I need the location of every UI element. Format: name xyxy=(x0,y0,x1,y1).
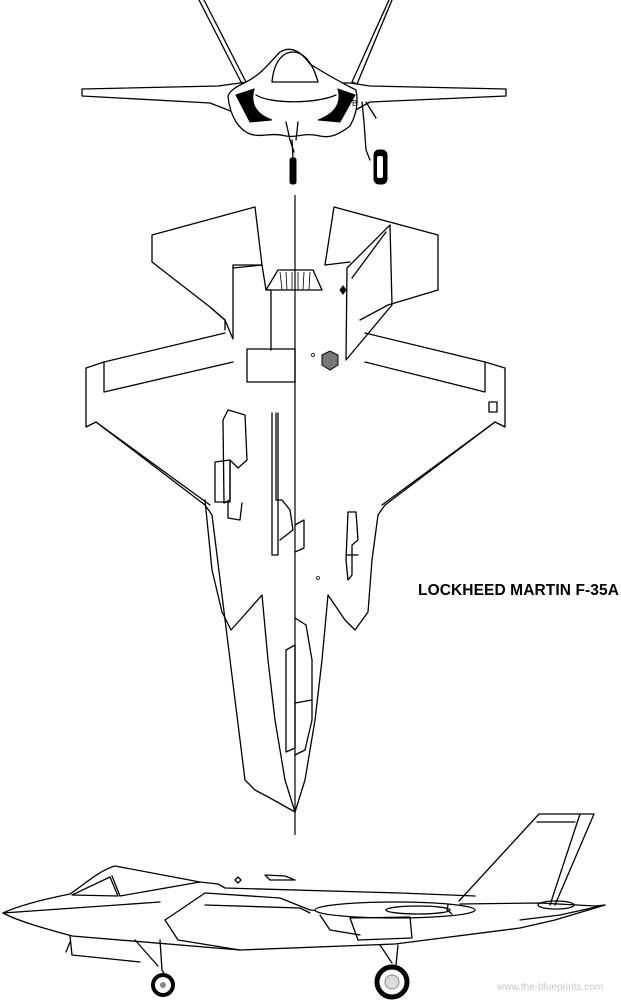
watermark: www.the-blueprints.com xyxy=(497,982,604,993)
drawing-title: LOCKHEED MARTIN F-35A xyxy=(418,582,620,599)
svg-text:B: B xyxy=(352,99,357,108)
